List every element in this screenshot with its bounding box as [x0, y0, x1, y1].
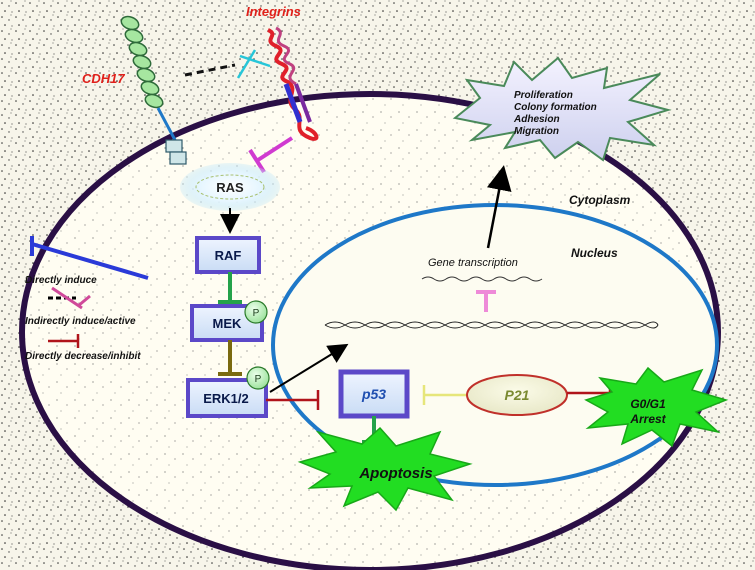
p53-label: p53 [361, 386, 386, 402]
arrest-starburst [584, 366, 729, 448]
outcome-item: Colony formation [514, 102, 597, 113]
raf-label: RAF [215, 248, 242, 263]
legend-pink-line [51, 286, 83, 310]
ras-ring [195, 174, 265, 200]
legend-directly-induce: Directly induce [25, 275, 97, 286]
cdh17-integrin-link [184, 63, 236, 77]
mek-phospho [244, 300, 268, 324]
gene-transcription-label: Gene transcription [428, 257, 518, 269]
legend-blue-line [31, 242, 149, 280]
nucleus-label: Nucleus [571, 246, 618, 260]
p21-node [466, 374, 568, 416]
cdh17-label: CDH17 [82, 71, 125, 86]
apoptosis-starburst [297, 426, 473, 512]
outcome-item: Migration [514, 126, 559, 137]
erk-dna-arrow [269, 343, 349, 393]
mek-phospho-label: P [253, 308, 260, 319]
cytoplasm-label: Cytoplasm [569, 193, 631, 207]
legend-directly-decrease: Directly decrease/inhibit [25, 351, 141, 362]
pink-inhibit [476, 290, 496, 312]
cyan-inhibit-arrow [236, 49, 271, 79]
outcome-starburst [452, 56, 672, 162]
integrin-protein [267, 26, 319, 141]
ras-label: RAS [216, 180, 244, 195]
cdh17-protein [120, 15, 187, 165]
legend-indirectly-induce: Indirectly induce/active [25, 316, 136, 327]
integrin-ras-inhibit [248, 136, 294, 174]
transcription-outcome-arrow [486, 165, 512, 249]
raf-box [195, 236, 261, 274]
legend [30, 236, 149, 348]
erk-phospho-label: P [255, 374, 262, 385]
arrest-label-line2: Arrest [629, 412, 666, 426]
ras-glow [180, 163, 280, 211]
erk-phospho [246, 366, 270, 390]
outcome-item: Adhesion [513, 114, 560, 125]
p21-p53-inhibit [422, 385, 470, 405]
erk-p53-inhibit [266, 390, 320, 410]
apoptosis-label: Apoptosis [358, 465, 432, 482]
raf-mek-inhibit [218, 272, 242, 304]
p21-label: P21 [505, 387, 530, 403]
integrins-label: Integrins [246, 4, 301, 19]
mrna-strand [421, 276, 543, 282]
arrest-label-line1: G0/G1 [630, 397, 666, 411]
mek-erk-inhibit [218, 340, 242, 376]
outcome-item: Proliferation [514, 90, 573, 101]
mek-label: MEK [213, 316, 243, 331]
dna-strand [324, 321, 659, 329]
erk-label: ERK1/2 [203, 391, 249, 406]
